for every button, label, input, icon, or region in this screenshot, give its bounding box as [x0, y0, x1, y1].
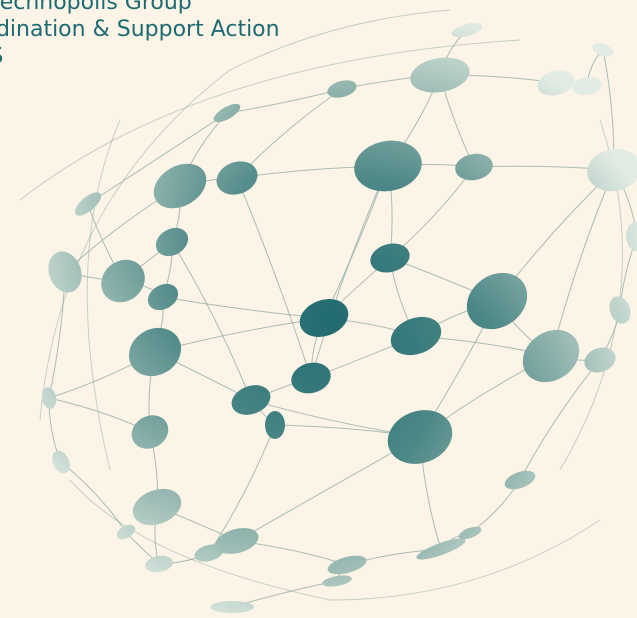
network-node — [522, 329, 580, 383]
network-node — [504, 470, 536, 490]
network-node — [74, 192, 102, 216]
network-node — [116, 524, 136, 540]
network-node — [216, 161, 258, 195]
network-node — [147, 283, 179, 311]
network-arc — [39, 9, 451, 421]
network-link — [171, 241, 252, 401]
title-line-2: Coordination & Support Action — [0, 17, 280, 42]
network-node — [455, 153, 493, 181]
network-node — [265, 411, 285, 439]
network-node — [327, 80, 357, 98]
network-node — [299, 299, 349, 337]
network-node — [626, 221, 637, 251]
network-node — [41, 387, 57, 409]
network-arc — [19, 39, 521, 201]
title-line-3: CS — [0, 43, 280, 70]
network-node — [48, 251, 82, 293]
network-node — [213, 103, 241, 123]
network-link — [87, 112, 228, 205]
network-node — [132, 488, 182, 526]
network-link — [550, 169, 615, 357]
network-node — [609, 296, 631, 324]
network-node — [537, 70, 575, 96]
network-node — [458, 526, 482, 540]
network-node — [231, 385, 271, 415]
network-node — [128, 327, 182, 377]
network-node — [52, 450, 70, 474]
network-node — [291, 362, 331, 394]
network-node — [410, 57, 470, 93]
title-line-1: Technopolis Group — [0, 0, 192, 15]
network-link — [519, 359, 601, 481]
network-node — [194, 544, 224, 562]
network-node — [584, 347, 616, 373]
network-node — [466, 272, 528, 330]
network-node — [354, 140, 422, 192]
network-node — [131, 415, 169, 449]
network-link — [162, 296, 325, 319]
network-node — [145, 555, 173, 573]
network-node — [153, 163, 207, 209]
network-link — [60, 461, 127, 533]
network-link — [236, 88, 343, 179]
network-node — [387, 410, 453, 464]
network-node — [327, 555, 367, 575]
network-arc — [86, 119, 121, 471]
network-node — [592, 43, 614, 57]
network-node — [101, 259, 145, 303]
network-node — [210, 601, 254, 613]
network-node — [587, 148, 637, 192]
network-link — [236, 177, 312, 379]
network-nodes — [41, 22, 637, 613]
network-link — [310, 165, 389, 379]
network-node — [451, 22, 483, 38]
network-node — [215, 528, 259, 554]
network-node — [390, 316, 442, 356]
network-node — [572, 76, 602, 96]
title-block: Technopolis Group Coordination & Support… — [0, 0, 280, 70]
network-node — [322, 575, 352, 587]
network-node — [416, 538, 466, 560]
network-node — [370, 243, 410, 273]
network-node — [155, 227, 189, 257]
